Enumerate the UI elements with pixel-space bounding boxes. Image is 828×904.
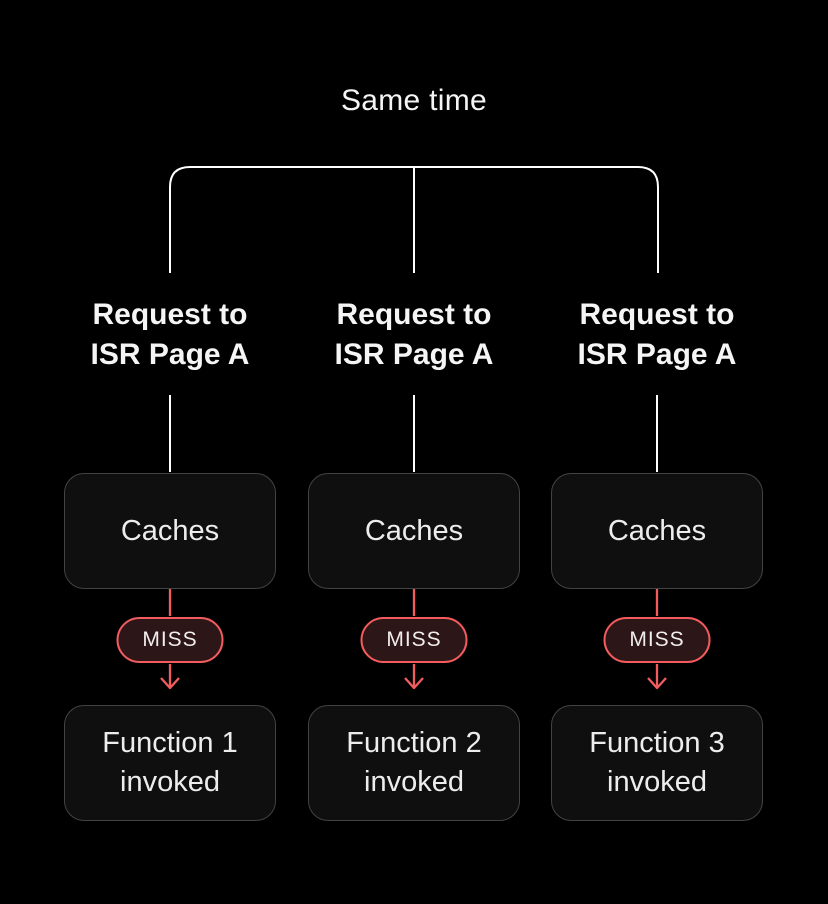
same-time-label: Same time (340, 84, 488, 117)
function-label-line1: Function 3 (589, 727, 725, 759)
caches-label: Caches (364, 514, 464, 547)
miss-badge: MISS (603, 617, 711, 663)
miss-badge-label: MISS (629, 628, 685, 651)
caches-node: Caches (551, 473, 763, 589)
request-label-line1: Request to (579, 298, 735, 331)
column-request-2: Request to ISR Page A Caches MISS Functi… (308, 0, 520, 904)
caches-label: Caches (607, 514, 707, 547)
function-invoked-node: Function 2 invoked (308, 705, 520, 821)
request-label: Request to ISR Page A (288, 295, 540, 375)
caches-label: Caches (120, 514, 220, 547)
function-label-line2: invoked (120, 766, 220, 798)
request-label-line1: Request to (92, 298, 248, 331)
function-invoked-node: Function 3 invoked (551, 705, 763, 821)
request-label-line2: ISR Page A (334, 338, 494, 371)
miss-badge-label: MISS (142, 628, 198, 651)
caches-node: Caches (64, 473, 276, 589)
column-request-3: Request to ISR Page A Caches MISS Functi… (551, 0, 763, 904)
request-label-line2: ISR Page A (577, 338, 737, 371)
function-label-line2: invoked (364, 766, 464, 798)
function-invoked-node: Function 1 invoked (64, 705, 276, 821)
request-label: Request to ISR Page A (44, 295, 296, 375)
function-label-line2: invoked (607, 766, 707, 798)
function-label-line1: Function 1 (102, 727, 238, 759)
request-label-line2: ISR Page A (90, 338, 250, 371)
function-label-line1: Function 2 (346, 727, 482, 759)
miss-badge-label: MISS (386, 628, 442, 651)
miss-badge: MISS (116, 617, 224, 663)
caches-node: Caches (308, 473, 520, 589)
column-request-1: Request to ISR Page A Caches MISS Functi… (64, 0, 276, 904)
miss-badge: MISS (360, 617, 468, 663)
request-label-line1: Request to (336, 298, 492, 331)
request-label: Request to ISR Page A (531, 295, 783, 375)
